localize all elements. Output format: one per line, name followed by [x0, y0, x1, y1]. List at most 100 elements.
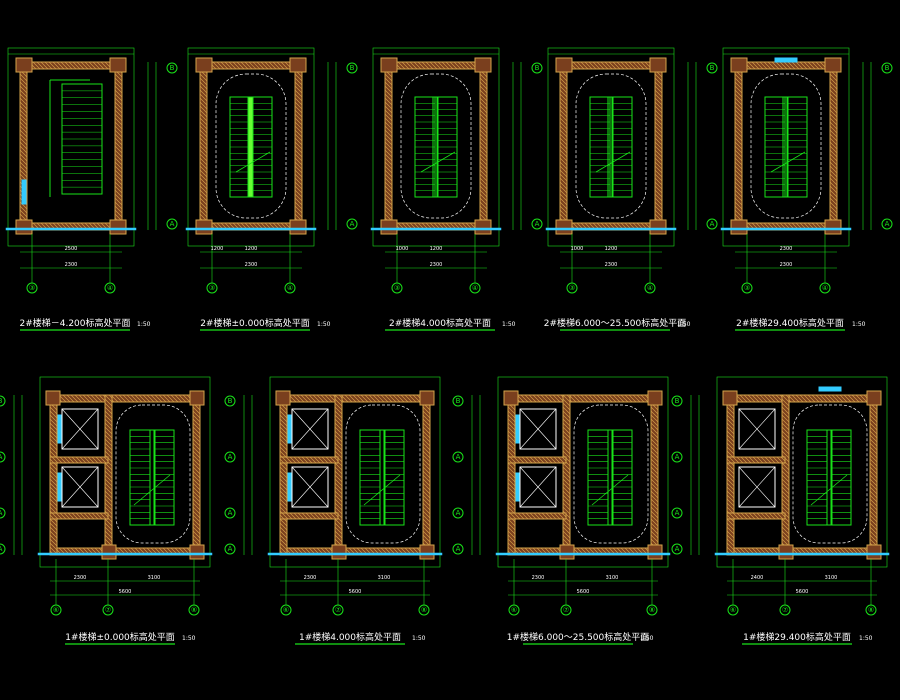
wall-hatch [829, 77, 838, 86]
wall-hatch [562, 478, 571, 487]
wall-hatch [114, 93, 123, 102]
wall-hatch [317, 512, 325, 520]
wall-hatch [174, 394, 183, 403]
wall-hatch [734, 177, 743, 186]
wall-segment [654, 61, 663, 231]
wall-hatch [507, 494, 516, 503]
axis-bubble [881, 218, 893, 230]
wall-fill [781, 394, 790, 556]
wall-hatch [104, 482, 113, 491]
wall-hatch [726, 534, 735, 543]
wall-hatch [859, 394, 868, 403]
axis-label: A [885, 220, 890, 228]
wall-hatch [104, 430, 113, 439]
wall-hatch [559, 197, 568, 206]
wall-hatch [19, 141, 28, 150]
wall-hatch [352, 394, 361, 403]
stair-break-line [770, 151, 806, 173]
wall-hatch [829, 169, 838, 178]
wall-hatch [869, 534, 878, 543]
wall-hatch [199, 105, 208, 114]
dim-text: 5600 [577, 589, 590, 595]
wall-hatch [559, 141, 568, 150]
wall-hatch [479, 209, 488, 218]
wall-hatch [409, 61, 418, 70]
wall-hatch [869, 490, 878, 499]
wall-segment [19, 61, 123, 70]
wall-hatch [726, 406, 735, 415]
wall-hatch [529, 512, 537, 520]
wall-hatch [562, 398, 571, 407]
wall-hatch [279, 406, 288, 415]
wall-hatch [294, 113, 303, 122]
wall-hatch [869, 522, 878, 531]
wall-hatch [192, 418, 201, 427]
wall-hatch [114, 133, 123, 142]
wall-hatch [739, 394, 748, 403]
wall-hatch [616, 394, 625, 403]
wall-hatch [726, 474, 735, 483]
axis-label: ⑥ [511, 606, 517, 614]
wall-hatch [305, 512, 313, 520]
wall-hatch [63, 456, 71, 464]
wall-hatch [559, 165, 568, 174]
wall-hatch [264, 61, 273, 70]
wall-hatch [536, 394, 545, 403]
wall-hatch [507, 498, 516, 507]
stair-path-outline [400, 73, 472, 219]
wall-hatch [279, 518, 288, 527]
wall-hatch [422, 438, 431, 447]
axis-label: A [0, 545, 3, 553]
axis-label: B [350, 64, 355, 72]
wall-hatch [559, 133, 568, 142]
wall-hatch [650, 506, 659, 515]
wall-hatch [763, 394, 772, 403]
wall-segment [49, 394, 58, 556]
wall-hatch [294, 97, 303, 106]
wall-hatch [294, 149, 303, 158]
wall-hatch [182, 394, 191, 403]
axis-label: A [350, 220, 355, 228]
wall-hatch [356, 394, 365, 403]
axis-bubble [671, 395, 683, 407]
wall-hatch [384, 125, 393, 134]
wall-segment [734, 61, 743, 231]
wall-hatch [600, 61, 609, 70]
wall-hatch [562, 434, 571, 443]
column [866, 390, 882, 406]
wall-hatch [158, 394, 167, 403]
wall-hatch [19, 101, 28, 110]
wall-hatch [823, 394, 832, 403]
wall-segment [19, 61, 28, 231]
wall-hatch [580, 61, 589, 70]
wall-hatch [507, 422, 516, 431]
elevator-cross [519, 408, 557, 450]
ground-line [545, 227, 677, 231]
wall-hatch [199, 153, 208, 162]
wall-hatch [422, 494, 431, 503]
wall-hatch [829, 73, 838, 82]
axis-label: B [535, 64, 540, 72]
wall-hatch [422, 426, 431, 435]
wall-hatch [289, 456, 297, 464]
wall-hatch [104, 490, 113, 499]
wall-hatch [781, 506, 790, 515]
wall-hatch [479, 157, 488, 166]
wall-hatch [49, 442, 58, 451]
plan-title-text: 2#楼梯6.000～25.500标高处平面 [544, 317, 687, 329]
wall-hatch [608, 394, 617, 403]
wall-hatch [114, 97, 123, 106]
wall-segment [49, 394, 201, 403]
wall-segment [114, 61, 123, 231]
wall-hatch [580, 394, 589, 403]
axis-bubble [166, 62, 178, 74]
wall-hatch [384, 77, 393, 86]
wall-segment [49, 512, 109, 520]
wall-hatch [559, 205, 568, 214]
wall-hatch [325, 456, 333, 464]
wall-hatch [650, 454, 659, 463]
stair-flight [589, 96, 611, 198]
wall-segment [192, 394, 201, 556]
